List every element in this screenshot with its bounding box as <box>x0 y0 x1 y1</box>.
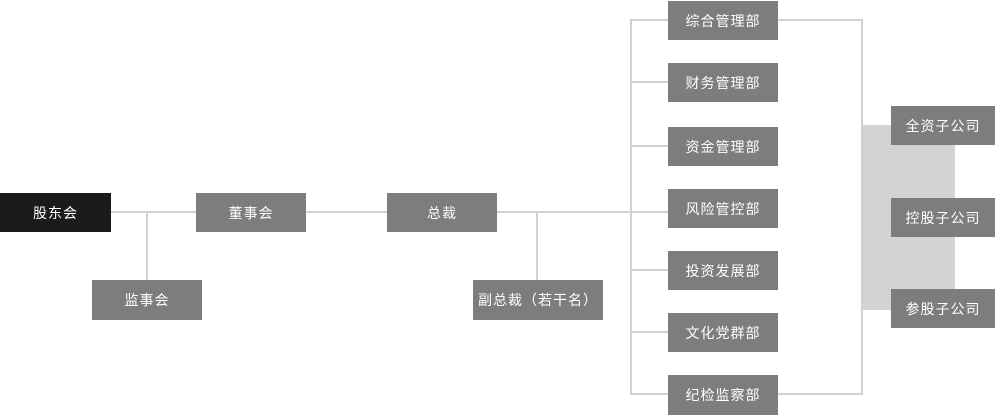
node-dept-culture-party: 文化党群部 <box>668 313 778 352</box>
connector-supervisory-drop <box>146 211 148 280</box>
node-dept-investment-development-label: 投资发展部 <box>685 262 761 279</box>
node-dept-finance: 财务管理部 <box>668 63 778 102</box>
node-vice-presidents-label: 副总裁（若干名） <box>478 292 598 308</box>
node-vice-presidents: 副总裁（若干名） <box>473 280 603 320</box>
node-board-of-directors-label: 董事会 <box>228 204 274 221</box>
node-dept-risk-control-label: 风险管控部 <box>685 200 761 217</box>
node-dept-risk-control: 风险管控部 <box>668 189 778 228</box>
node-shareholders-meeting: 股东会 <box>0 193 111 232</box>
node-sub-holding-label: 控股子公司 <box>905 209 981 226</box>
connector-vice-president-drop <box>536 211 538 280</box>
node-supervisory-board: 监事会 <box>92 280 202 320</box>
node-dept-treasury-label: 资金管理部 <box>685 138 761 155</box>
node-sub-equity-participation: 参股子公司 <box>891 289 995 328</box>
connector-department-bus-left <box>630 19 632 395</box>
node-dept-discipline-inspection-label: 纪检监察部 <box>685 387 761 403</box>
node-shareholders-meeting-label: 股东会 <box>33 204 78 221</box>
node-dept-finance-label: 财务管理部 <box>685 74 761 91</box>
node-president: 总裁 <box>387 193 497 232</box>
node-board-of-directors: 董事会 <box>196 193 306 232</box>
node-dept-treasury: 资金管理部 <box>668 127 778 166</box>
node-sub-equity-participation-label: 参股子公司 <box>905 300 981 317</box>
connector-stub-dept-3 <box>630 145 668 147</box>
node-dept-culture-party-label: 文化党群部 <box>685 324 761 341</box>
node-dept-investment-development: 投资发展部 <box>668 251 778 290</box>
node-dept-general-admin-label: 综合管理部 <box>685 12 761 29</box>
node-sub-holding: 控股子公司 <box>891 198 995 237</box>
node-dept-general-admin: 综合管理部 <box>668 1 778 40</box>
node-sub-wholly-owned-label: 全资子公司 <box>905 117 981 134</box>
connector-stub-dept-5 <box>630 269 668 271</box>
node-dept-discipline-inspection: 纪检监察部 <box>668 375 778 415</box>
connector-stub-dept-2 <box>630 81 668 83</box>
node-sub-wholly-owned: 全资子公司 <box>891 106 995 145</box>
node-supervisory-board-label: 监事会 <box>124 292 170 308</box>
connector-stub-dept-6 <box>630 331 668 333</box>
node-president-label: 总裁 <box>427 204 457 221</box>
